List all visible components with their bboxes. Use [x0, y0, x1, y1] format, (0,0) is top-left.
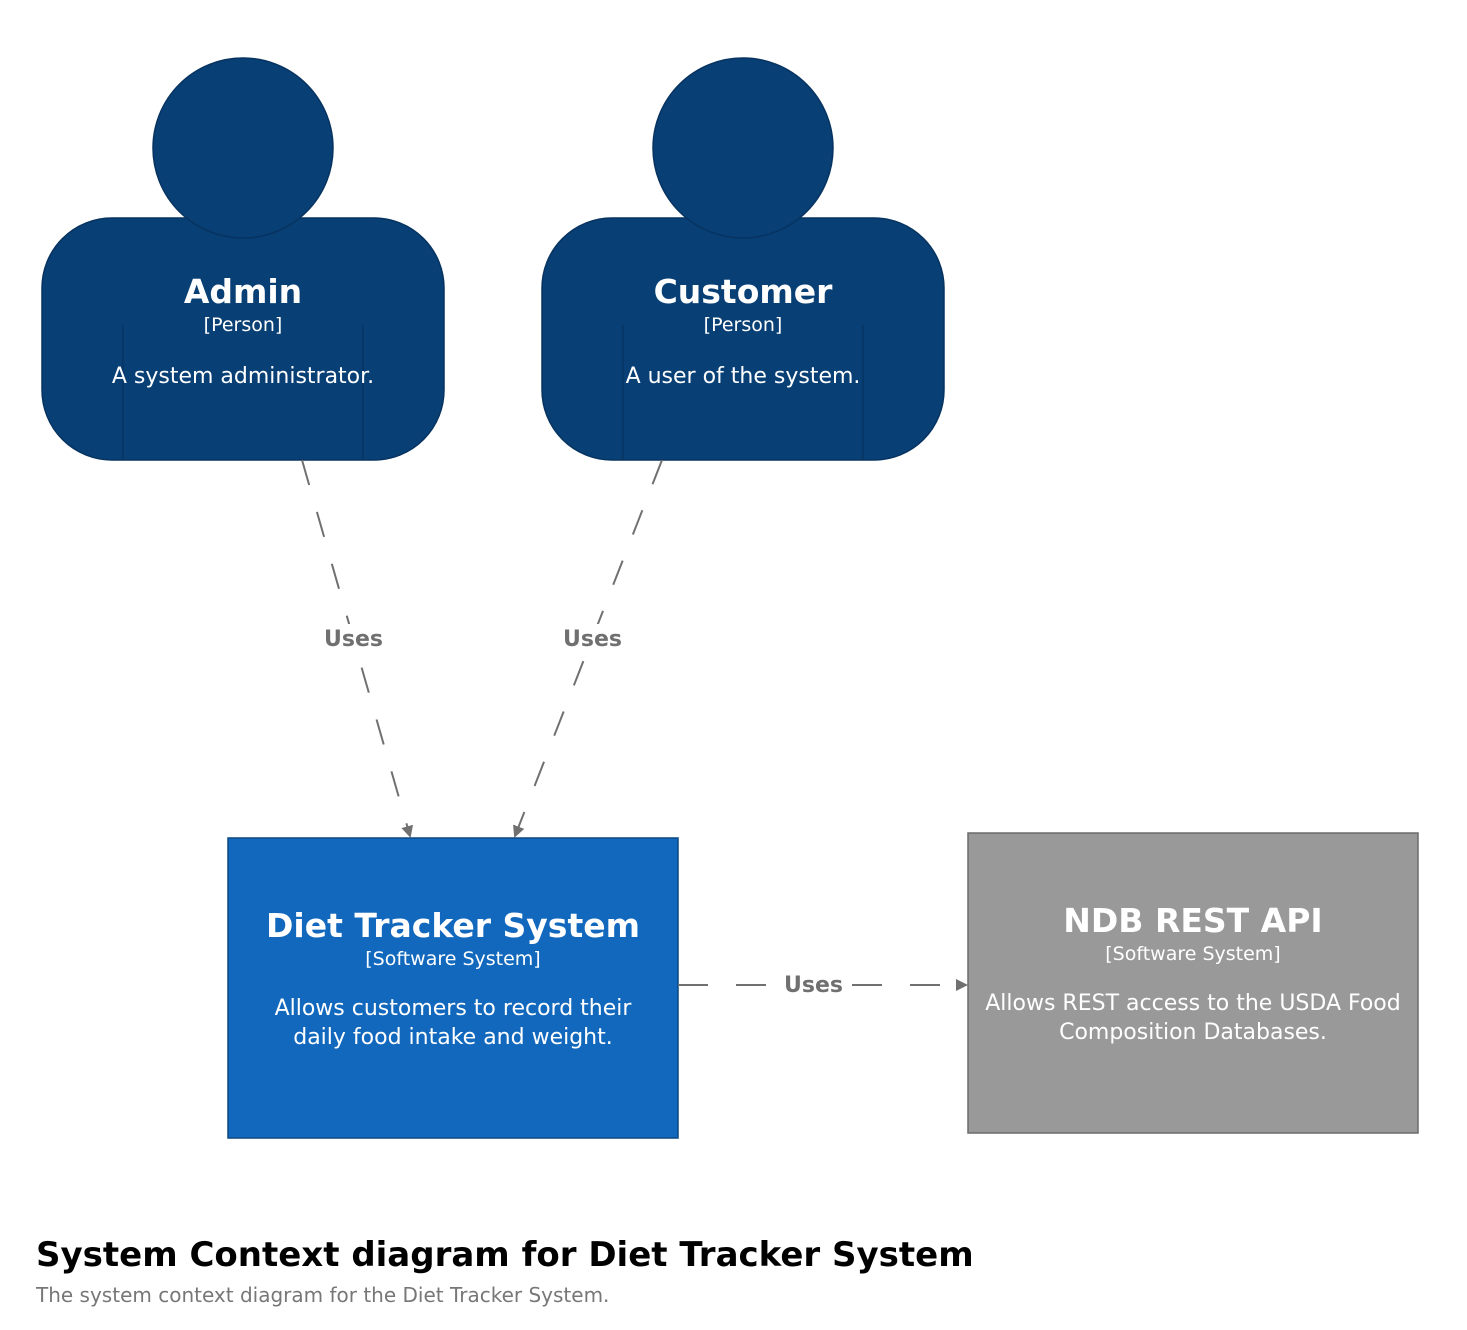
edge-customer-uses-diet-tracker	[513, 459, 663, 838]
admin-head	[152, 57, 334, 239]
admin-description: A system administrator.	[111, 364, 375, 389]
diet-tracker-type: [Software System]	[365, 948, 541, 970]
ndb-api-description-line-2: Composition Databases.	[1059, 1020, 1327, 1045]
ndb-api-label-group: NDB REST API [Software System] Allows RE…	[968, 901, 1418, 1047]
diet-tracker-description-line-1: Allows customers to record their	[274, 996, 632, 1021]
admin-label-group: Admin [Person] A system administrator.	[42, 272, 444, 391]
edge-admin-uses-diet-tracker	[301, 459, 414, 838]
edge-label-customer-uses: Uses	[557, 624, 628, 656]
diagram-subtitle: The system context diagram for the Diet …	[36, 1283, 610, 1307]
admin-type: [Person]	[203, 314, 283, 336]
diagram-title: System Context diagram for Diet Tracker …	[36, 1235, 974, 1275]
diet-tracker-box[interactable]	[227, 837, 679, 1139]
customer-name: Customer	[653, 272, 833, 311]
customer-person-shape[interactable]	[541, 57, 945, 461]
edge-label-diet-tracker-uses: Uses	[778, 970, 849, 1002]
customer-head	[652, 57, 834, 239]
customer-description: A user of the system.	[625, 364, 861, 389]
admin-name: Admin	[183, 272, 303, 311]
diet-tracker-label-group: Diet Tracker System [Software System] Al…	[228, 906, 678, 1052]
customer-label-group: Customer [Person] A user of the system.	[542, 272, 944, 391]
edge-label-admin-uses: Uses	[318, 624, 389, 656]
customer-type: [Person]	[703, 314, 783, 336]
admin-person-shape[interactable]	[41, 57, 445, 461]
ndb-api-type: [Software System]	[1105, 943, 1281, 965]
ndb-api-description-line-1: Allows REST access to the USDA Food	[985, 991, 1401, 1016]
ndb-api-box[interactable]	[967, 832, 1419, 1134]
ndb-api-name: NDB REST API	[1063, 901, 1323, 940]
diet-tracker-description-line-2: daily food intake and weight.	[293, 1025, 613, 1050]
diet-tracker-name: Diet Tracker System	[265, 906, 640, 945]
diagram-caption: System Context diagram for Diet Tracker …	[36, 1232, 1436, 1310]
